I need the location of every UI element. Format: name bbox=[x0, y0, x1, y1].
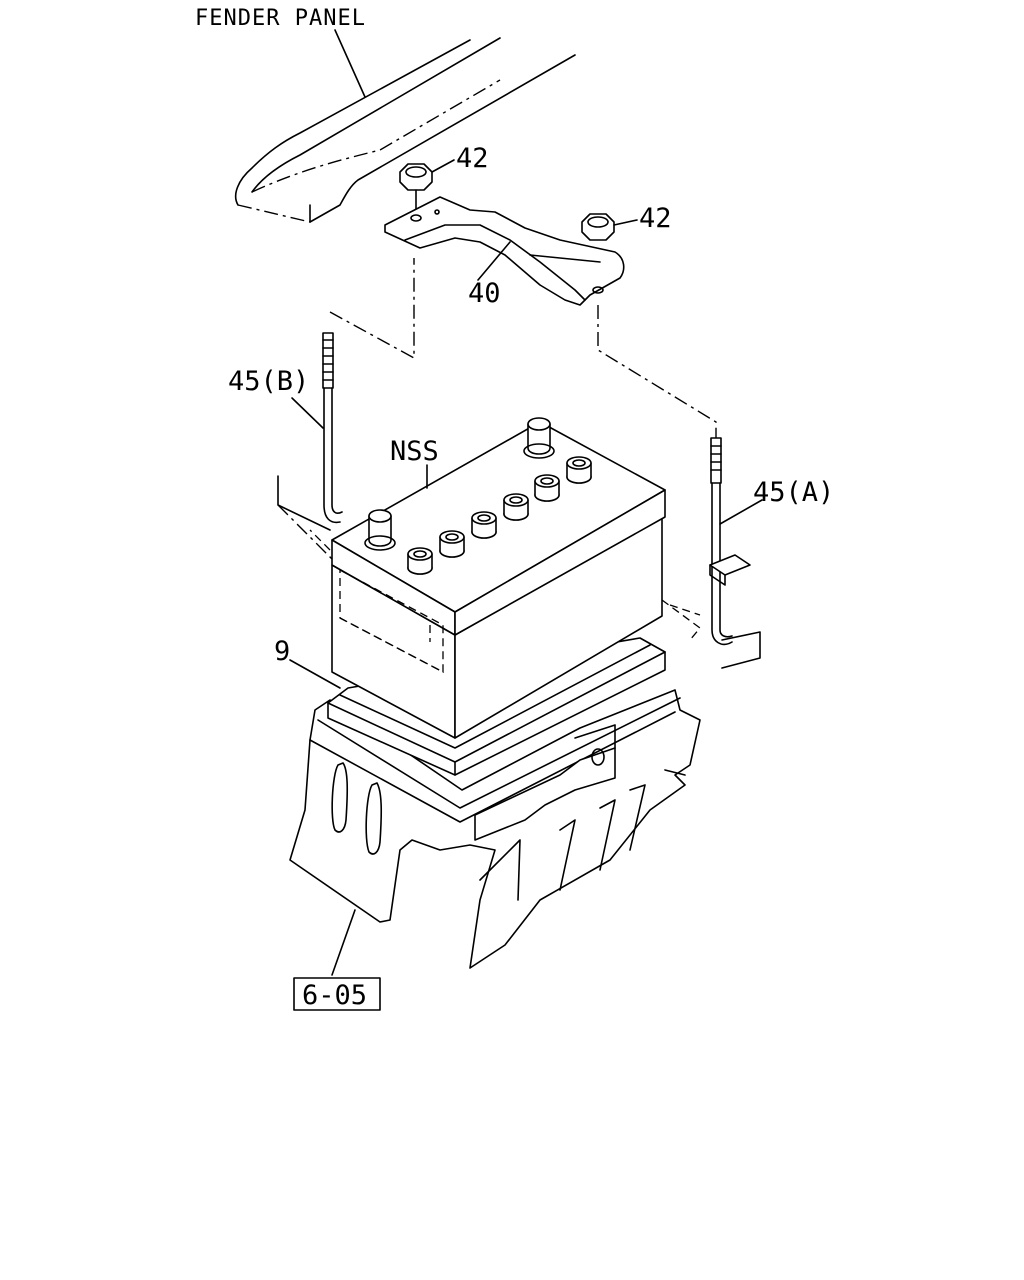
rod-45b bbox=[277, 258, 415, 566]
label-tray-9: 9 bbox=[274, 636, 290, 667]
battery-tray-bracket bbox=[289, 689, 701, 976]
rod-45a bbox=[597, 305, 761, 669]
reference-box bbox=[293, 977, 381, 1011]
battery-nss bbox=[331, 417, 701, 739]
label-rod-45b: 45(B) bbox=[228, 366, 309, 397]
terminal-left bbox=[364, 509, 396, 551]
label-bracket-40: 40 bbox=[468, 278, 501, 309]
nut-42-right bbox=[581, 213, 615, 241]
label-nut-42-left: 42 bbox=[456, 143, 489, 174]
label-ref-6-05: 6-05 bbox=[302, 980, 367, 1011]
bracket-40 bbox=[384, 196, 625, 306]
fender-panel bbox=[234, 37, 576, 223]
cell-caps bbox=[407, 456, 592, 575]
terminal-right bbox=[523, 417, 555, 459]
label-nut-42-right: 42 bbox=[639, 203, 672, 234]
label-rod-45a: 45(A) bbox=[753, 477, 834, 508]
label-battery-nss: NSS bbox=[390, 436, 439, 467]
nut-42-left bbox=[399, 163, 433, 211]
leader-lines bbox=[289, 29, 763, 689]
label-fender-panel: FENDER PANEL bbox=[195, 6, 366, 31]
